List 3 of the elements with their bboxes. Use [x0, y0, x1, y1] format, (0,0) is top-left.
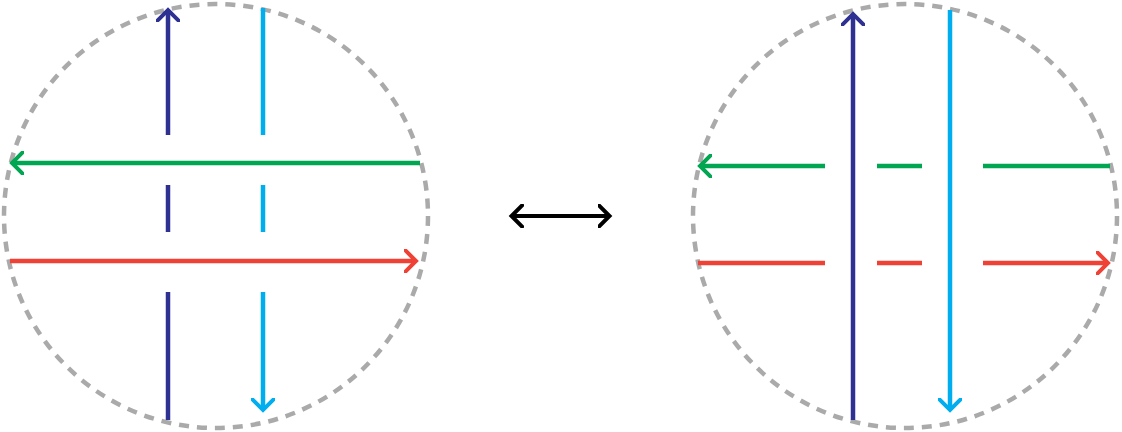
dashed-circle	[690, 1, 1120, 431]
double-arrow	[509, 202, 612, 230]
dashed-circle	[1, 1, 431, 431]
